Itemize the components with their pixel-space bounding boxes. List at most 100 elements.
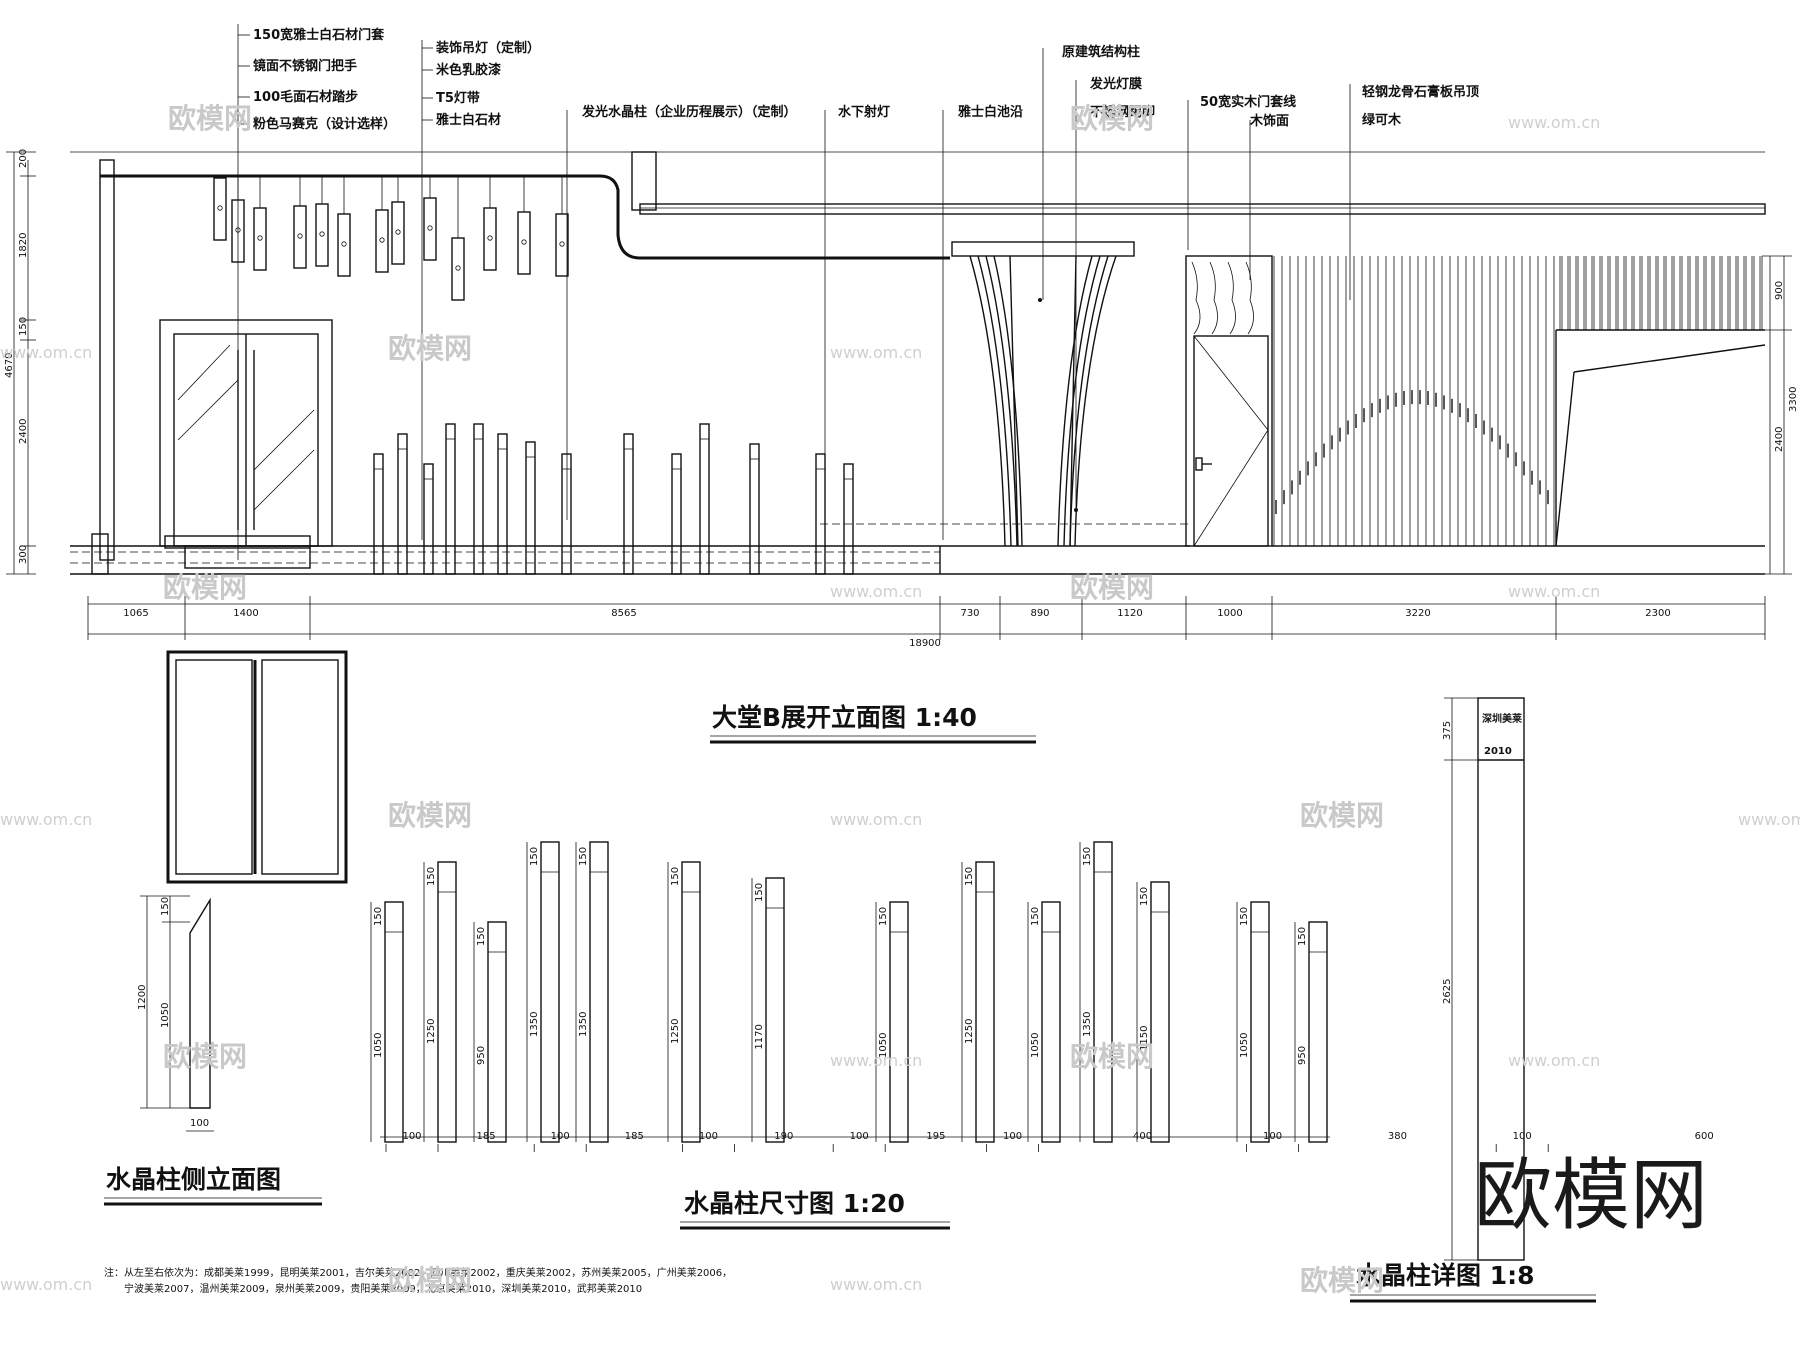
notes: 注：从左至右依次为：成都美莱1999，昆明美莱2001，吉尔美莱2002，四川美… — [104, 1266, 732, 1295]
pendant-lamp — [213, 177, 227, 241]
pendant-lamp — [423, 197, 437, 261]
right-dim-2400: 2400 — [1774, 427, 1785, 452]
size-pillar — [540, 841, 560, 1143]
detail-text-city: 深圳美莱 — [1482, 712, 1522, 725]
detail-dim-2625: 2625 — [1442, 979, 1453, 1004]
label-underwater-light: 水下射灯 — [838, 104, 890, 120]
left-dim-150: 150 — [18, 317, 29, 336]
label-steel-skirting: 不锈钢踢脚 — [1090, 104, 1155, 120]
right-height-dims: 900 2400 3300 — [1762, 255, 1799, 575]
pool-pillar — [843, 463, 854, 575]
spacing-label: 100 — [1263, 1131, 1282, 1142]
size-cap-label: 150 — [373, 907, 384, 926]
left-dim-2400: 2400 — [18, 419, 29, 444]
size-cap-label: 150 — [426, 867, 437, 886]
watermark-url: www.om.cn — [830, 810, 922, 829]
pendant-lamp — [337, 213, 351, 277]
size-cap-label: 150 — [1082, 847, 1093, 866]
pool-pillar — [561, 453, 572, 575]
watermark-url: www.om.cn — [1508, 1051, 1600, 1070]
size-height-label: 1250 — [426, 1019, 437, 1044]
spacing-label: 185 — [625, 1131, 644, 1142]
size-pillar — [1041, 901, 1061, 1143]
size-pillar — [1308, 921, 1328, 1143]
watermark-url: www.om.cn — [1508, 113, 1600, 132]
side-view-title: 水晶柱侧立面图 — [106, 1165, 281, 1194]
watermark-url: www.om.cn — [0, 1275, 92, 1294]
size-pillar — [681, 861, 701, 1143]
left-dim-1820: 1820 — [18, 233, 29, 258]
watermark-brand: 欧模网 — [1070, 571, 1154, 604]
spacing-label: 600 — [1695, 1131, 1714, 1142]
crystal-pillars — [373, 423, 854, 575]
pendant-dot — [395, 229, 401, 235]
label-pool-edge: 雅士白池沿 — [958, 104, 1023, 120]
watermark-url: www.om.cn — [830, 1051, 922, 1070]
bottom-dim-9: 2300 — [1645, 608, 1670, 619]
size-cap-label: 150 — [670, 867, 681, 886]
size-height-label: 1250 — [964, 1019, 975, 1044]
watermark-brand: 欧模网 — [1070, 102, 1154, 135]
spacing-label: 100 — [1513, 1131, 1532, 1142]
spacing-label: 195 — [926, 1131, 945, 1142]
size-height-label: 1350 — [578, 1012, 589, 1037]
size-cap-label: 150 — [578, 847, 589, 866]
pool-pillar — [423, 463, 434, 575]
pendant-lamp — [391, 201, 405, 265]
pendant-dot — [559, 241, 565, 247]
size-pillar — [1150, 881, 1170, 1143]
size-height-label: 1350 — [1082, 1012, 1093, 1037]
watermark-brand: 欧模网 — [163, 571, 247, 604]
pool-pillar — [525, 441, 536, 575]
lobby-elevation: 150宽雅士白石材门套 镜面不锈钢门把手 100毛面石材踏步 粉色马赛克（设计选… — [4, 24, 1799, 744]
glass-door — [159, 319, 333, 547]
size-cap-label: 150 — [1139, 887, 1150, 906]
pendant-lamp — [555, 213, 569, 277]
spacing-label: 190 — [774, 1131, 793, 1142]
watermark-brand: 欧模网 — [388, 799, 472, 832]
pendant-dot — [319, 231, 325, 237]
left-dim-300: 300 — [18, 545, 29, 564]
size-height-label: 950 — [1297, 1046, 1308, 1065]
size-height-label: 1150 — [1139, 1026, 1150, 1051]
note-line-1: 注：从左至右依次为：成都美莱1999，昆明美莱2001，吉尔美莱2002，四川美… — [104, 1266, 732, 1279]
size-height-label: 1050 — [373, 1033, 384, 1058]
watermark-brand: 欧模网 — [163, 1040, 247, 1073]
pendant-lamps — [213, 176, 569, 301]
pendant-dot — [487, 235, 493, 241]
pool-pillar — [815, 453, 826, 575]
watermark-brand: 欧模网 — [168, 102, 252, 135]
bottom-dim-2: 1400 — [233, 608, 258, 619]
pendant-lamp — [483, 207, 497, 271]
bottom-dim-4: 730 — [960, 608, 979, 619]
left-dim-200: 200 — [18, 149, 29, 168]
size-cap-label: 150 — [754, 883, 765, 902]
bottom-dim-8: 3220 — [1405, 608, 1430, 619]
spacing-label: 100 — [850, 1131, 869, 1142]
size-pillar — [1093, 841, 1113, 1143]
bottom-dim-total: 18900 — [909, 638, 941, 649]
watermark-url: www.om.cn — [0, 343, 92, 362]
size-height-label: 1050 — [1239, 1033, 1250, 1058]
right-dim-900: 900 — [1774, 281, 1785, 300]
pool-pillar — [497, 433, 508, 575]
note-line-2: 宁波美莱2007，温州美莱2009，泉州美莱2009，贵阳美莱2009，北京美莱… — [124, 1282, 642, 1295]
size-height-label: 1170 — [754, 1024, 765, 1049]
big-watermark-logo: 欧模网 — [1474, 1151, 1708, 1241]
left-dim-total: 4670 — [4, 353, 15, 378]
label-crystal-pillar: 发光水晶柱（企业历程展示）（定制） — [581, 104, 797, 120]
left-height-dims: 200 1820 150 2400 300 4670 — [4, 149, 36, 575]
right-dim-total: 3300 — [1788, 387, 1799, 412]
bottom-dim-7: 1000 — [1217, 608, 1242, 619]
bottom-dim-3: 8565 — [611, 608, 636, 619]
watermark-brand: 欧模网 — [1300, 1264, 1384, 1297]
bottom-dim-6: 1120 — [1117, 608, 1142, 619]
elevation-title: 大堂B展开立面图 1:40 — [712, 703, 977, 732]
pendant-lamp — [293, 205, 307, 269]
pendant-lamp — [315, 203, 329, 267]
pendant-dot — [257, 235, 263, 241]
spacing-label: 100 — [1003, 1131, 1022, 1142]
label-wood-veneer: 木饰面 — [1249, 113, 1289, 129]
pendant-dot — [521, 239, 527, 245]
